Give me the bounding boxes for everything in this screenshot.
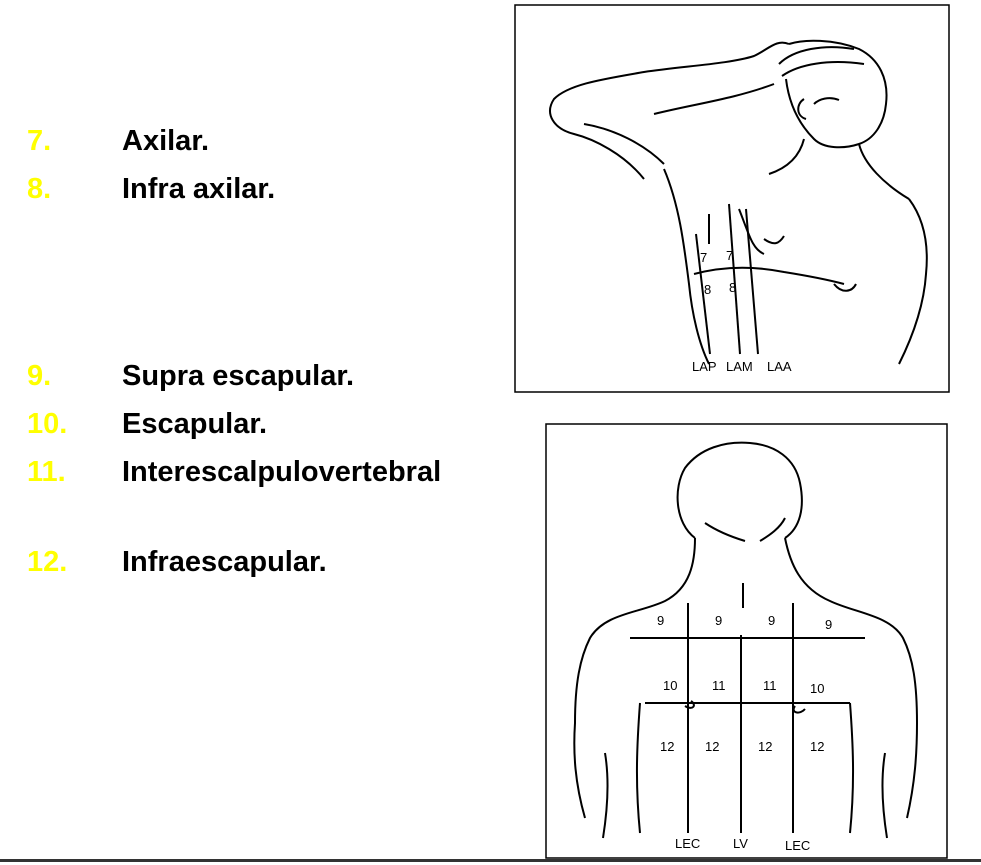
line-label: LAM xyxy=(726,359,753,374)
item-number: 7. xyxy=(27,125,52,157)
zone-label: 11 xyxy=(763,678,777,693)
item-label: Infra axilar. xyxy=(122,173,276,205)
zone-label: 12 xyxy=(660,739,674,754)
item-number: 12. xyxy=(27,546,68,578)
zone-label: 10 xyxy=(663,678,677,693)
line-laa xyxy=(745,208,759,355)
head-outline xyxy=(785,39,888,149)
zone-label: 12 xyxy=(758,739,772,754)
item-label: Escapular. xyxy=(122,408,268,440)
zone-label: 8 xyxy=(729,280,736,295)
item-label: Infraescapular. xyxy=(122,546,327,578)
line-label: LEC xyxy=(675,836,700,851)
item-number: 10. xyxy=(27,408,68,440)
line-label: LEC xyxy=(785,838,810,853)
zone-label: 8 xyxy=(704,282,711,297)
neck-right xyxy=(784,537,919,819)
scapula-left xyxy=(684,700,695,709)
line-label: LV xyxy=(733,836,748,851)
bottom-divider xyxy=(0,859,981,862)
neck-outline xyxy=(768,138,910,200)
item-number: 8. xyxy=(27,173,52,205)
zone-label: 11 xyxy=(712,678,726,693)
lateral-figure-panel: 7 7 8 8 LAP LAM LAA xyxy=(514,4,950,393)
torso-front-outline xyxy=(898,198,928,365)
scapula-right xyxy=(792,705,806,714)
arm-inner-right xyxy=(881,752,888,839)
flank-left xyxy=(635,702,641,834)
line-lap xyxy=(695,233,711,355)
head-outline xyxy=(676,441,803,539)
item-number: 11. xyxy=(27,456,66,488)
back-figure: 9 9 9 9 10 11 11 10 12 12 12 12 LEC LV L… xyxy=(545,423,948,859)
line-label: LAP xyxy=(692,359,717,374)
neck-left xyxy=(573,537,696,819)
zone-label: 7 xyxy=(700,250,707,265)
zone-label: 9 xyxy=(768,613,775,628)
item-label: Interescalpulovertebral xyxy=(122,456,442,488)
line-label: LAA xyxy=(767,359,792,374)
zone-label: 12 xyxy=(705,739,719,754)
zone-label: 9 xyxy=(825,617,832,632)
item-label: Supra escapular. xyxy=(122,360,355,392)
flank-right xyxy=(849,702,855,834)
arm-outline xyxy=(549,41,790,180)
zone-label: 10 xyxy=(810,681,824,696)
hair xyxy=(778,46,865,105)
ear xyxy=(797,98,807,120)
arm-inner-outline xyxy=(583,83,775,165)
torso-back-outline xyxy=(663,168,710,365)
hair-detail xyxy=(704,517,786,542)
arm-inner-left xyxy=(602,752,609,839)
line-lam xyxy=(728,203,741,355)
zone-label: 9 xyxy=(657,613,664,628)
rib-line xyxy=(693,266,845,285)
item-number: 9. xyxy=(27,360,52,392)
chest-detail xyxy=(738,208,857,292)
zone-label: 12 xyxy=(810,739,824,754)
item-label: Axilar. xyxy=(122,125,210,157)
zone-label: 7 xyxy=(726,248,733,263)
lateral-figure: 7 7 8 8 LAP LAM LAA xyxy=(514,4,950,393)
back-figure-panel: 9 9 9 9 10 11 11 10 12 12 12 12 LEC LV L… xyxy=(545,423,948,859)
zone-label: 9 xyxy=(715,613,722,628)
